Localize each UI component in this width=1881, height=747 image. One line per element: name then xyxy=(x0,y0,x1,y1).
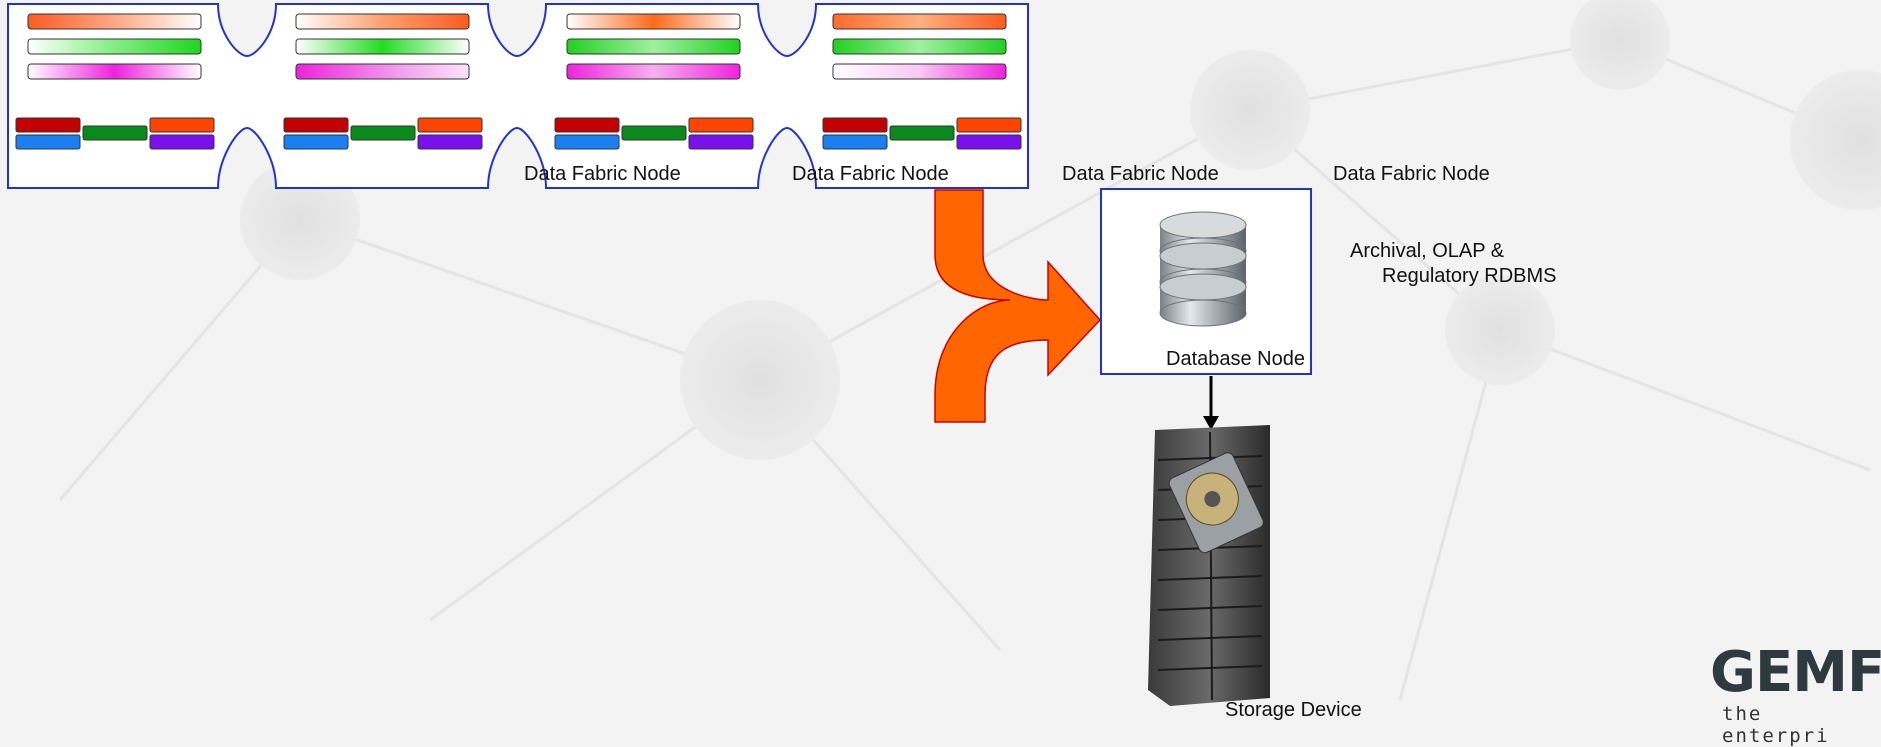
bar-magenta xyxy=(566,63,741,80)
fabric-node-1-blocks xyxy=(15,117,215,150)
fabric-node-2-blocks xyxy=(283,117,483,150)
bar-orange xyxy=(566,13,741,30)
bar-orange xyxy=(295,13,470,30)
bar-magenta xyxy=(27,63,202,80)
database-node-label: Database Node xyxy=(1166,348,1305,370)
bar-orange xyxy=(27,13,202,30)
bar-green xyxy=(295,38,470,55)
fabric-node-3-bars xyxy=(566,13,741,80)
bar-orange xyxy=(832,13,1007,30)
fabric-node-4-bars xyxy=(832,13,1007,80)
fabric-container xyxy=(7,3,1029,189)
bar-magenta xyxy=(832,63,1007,80)
bar-green xyxy=(566,38,741,55)
logo-tagline: the enterpri xyxy=(1722,703,1830,747)
fabric-node-label-1: Data Fabric Node xyxy=(524,163,681,185)
fabric-node-1-bars xyxy=(27,13,202,80)
bar-magenta xyxy=(295,63,470,80)
fabric-node-4-blocks xyxy=(822,117,1022,150)
write-behind-arrow xyxy=(934,189,1102,423)
rdbms-label-line2: Regulatory RDBMS xyxy=(1382,265,1557,287)
gemfire-logo: GEMFIR xyxy=(1710,640,1881,705)
bar-green xyxy=(832,38,1007,55)
fabric-node-2-bars xyxy=(295,13,470,80)
database-icon xyxy=(1159,211,1247,327)
storage-connector-arrow xyxy=(1203,376,1219,430)
fabric-node-label-3: Data Fabric Node xyxy=(1062,163,1219,185)
rdbms-label-line1: Archival, OLAP & xyxy=(1350,240,1505,262)
fabric-node-label-2: Data Fabric Node xyxy=(792,163,949,185)
storage-device-icon xyxy=(1148,425,1270,706)
fabric-node-label-4: Data Fabric Node xyxy=(1333,163,1490,185)
storage-device-label: Storage Device xyxy=(1225,699,1362,721)
fabric-node-3-blocks xyxy=(554,117,754,150)
bar-green xyxy=(27,38,202,55)
